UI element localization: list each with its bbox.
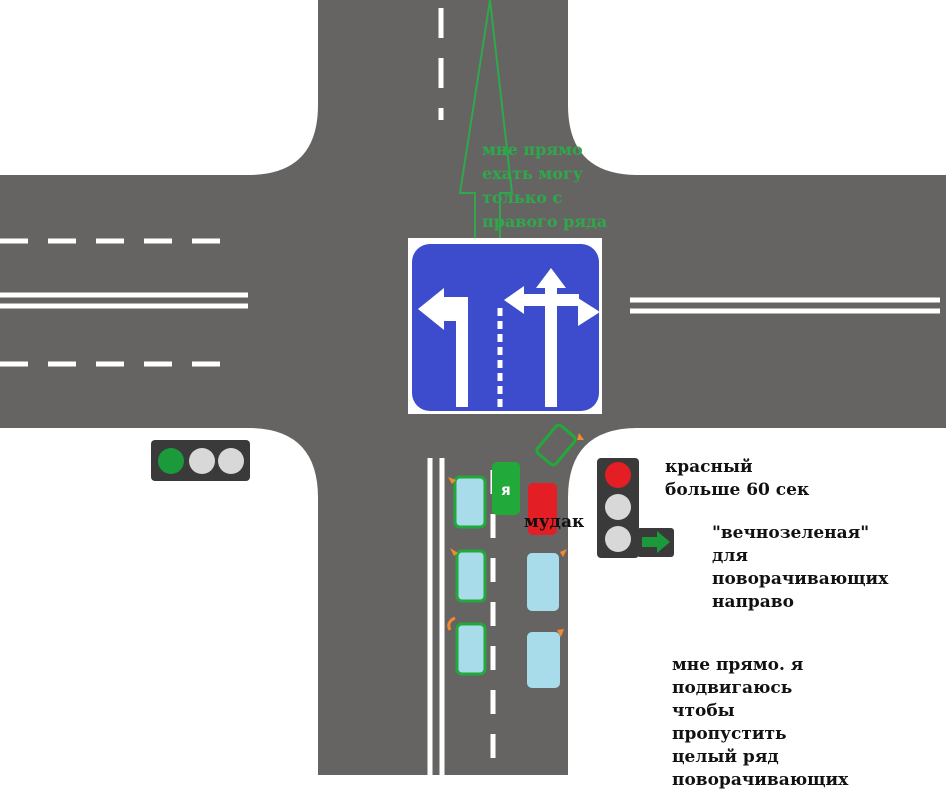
my-car-label: я: [501, 481, 511, 499]
left-lane-car: [450, 548, 487, 603]
left-lane-car: [447, 616, 487, 676]
green-right-arrow-icon: [637, 528, 674, 557]
red-light-note: красный больше 60 сек: [665, 457, 810, 500]
left-lane-car: [448, 475, 487, 529]
right-lane-car: [527, 629, 564, 688]
intersection-diagram: я: [0, 0, 946, 775]
rude-car-label: мудак: [524, 512, 585, 532]
my-car-moved-outline: [535, 423, 584, 467]
right-lane-car: [527, 549, 567, 611]
ever-green-note: "вечнозеленая" для поворачивающих направ…: [712, 523, 889, 612]
my-move-note: мне прямо. я подвигаюсь чтобы пропустить…: [672, 655, 849, 790]
horizontal-traffic-light-icon: [151, 440, 250, 481]
my-car: я: [492, 462, 520, 515]
road-markings: [0, 8, 940, 775]
rude-car: [528, 483, 557, 535]
straight-lane-note: мне прямо ехать могу только с правого ря…: [482, 140, 608, 231]
traffic-light-icon: [597, 458, 639, 558]
straight-path-arrow: [458, 0, 514, 238]
lane-direction-sign-icon: [408, 238, 602, 414]
